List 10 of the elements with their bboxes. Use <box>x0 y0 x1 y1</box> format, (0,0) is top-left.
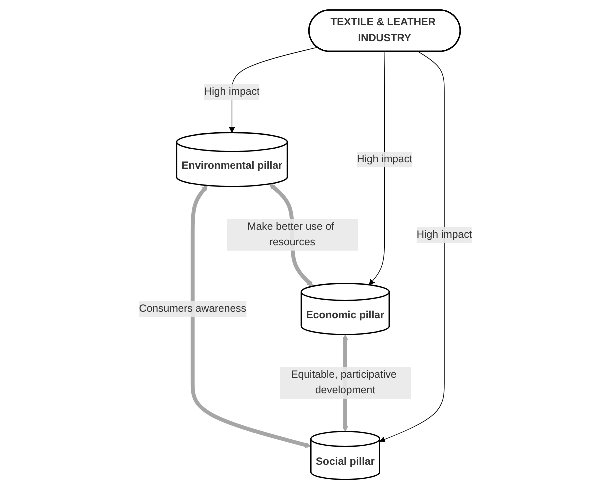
edge-label: Consumers awareness <box>139 302 246 314</box>
edge-label: High impact <box>204 86 260 97</box>
edge-label: High impact <box>416 228 472 240</box>
arrow <box>368 51 386 285</box>
edge-label: Equitable, participative development <box>291 368 397 396</box>
edge-label: Make better use of resources <box>247 220 334 248</box>
edge-label: High impact <box>356 153 412 165</box>
arrow <box>190 185 312 448</box>
arrow <box>379 51 445 442</box>
arrow <box>229 46 318 133</box>
